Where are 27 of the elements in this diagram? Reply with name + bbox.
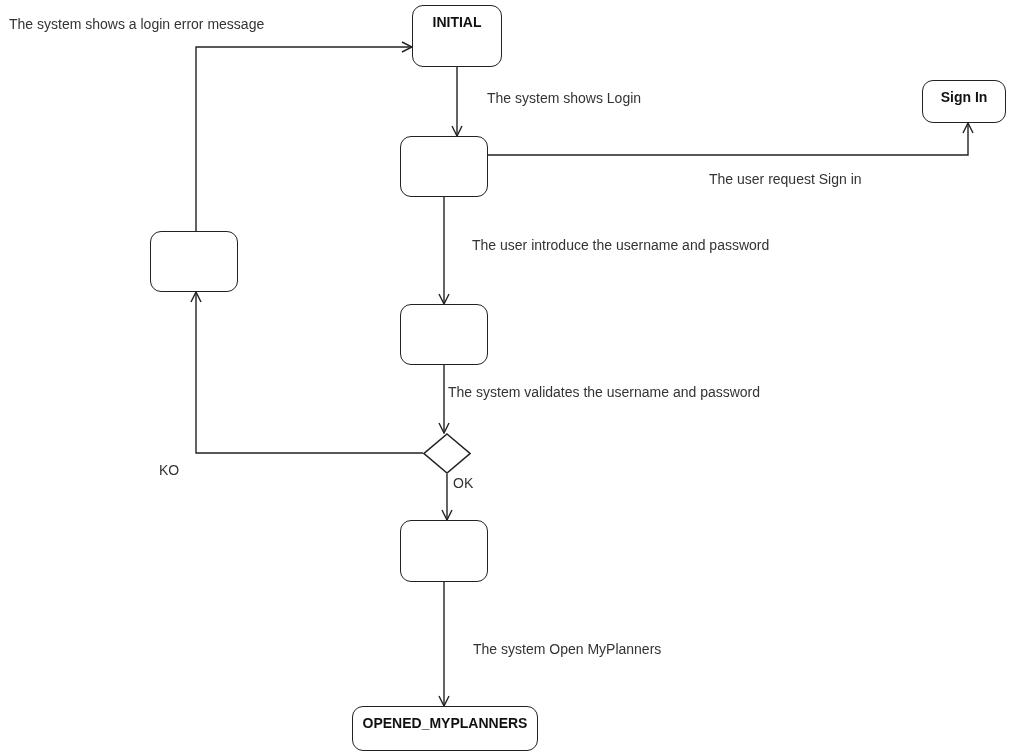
state-name: OPENED_MYPLANNERS [362, 715, 528, 731]
state-box [400, 304, 488, 365]
arrow [195, 41, 413, 232]
decision-diamond [423, 433, 471, 474]
state-box [400, 136, 488, 197]
state-box [150, 231, 238, 292]
arrow [487, 122, 974, 156]
edge-label: The system shows Login [486, 90, 643, 106]
arrow [190, 291, 424, 454]
arrow [451, 66, 463, 137]
arrow [441, 473, 453, 521]
edge-label: The system validates the username and password [447, 384, 762, 400]
edge-label: The user request Sign in [708, 171, 863, 187]
arrow [438, 581, 450, 707]
edge-label: The system shows a login error message [8, 16, 266, 32]
edge-label: The system Open MyPlanners [472, 641, 663, 657]
state-box [412, 5, 502, 67]
arrow [438, 364, 450, 434]
state-name: Sign In [940, 89, 988, 105]
edge-label: OK [452, 475, 475, 491]
edge-label: KO [158, 462, 181, 478]
state-box [352, 706, 538, 751]
arrow [438, 196, 450, 305]
edge-label: The user introduce the username and password [471, 237, 771, 253]
state-name: INITIAL [432, 14, 482, 30]
state-box [922, 80, 1006, 123]
state-box [400, 520, 488, 582]
